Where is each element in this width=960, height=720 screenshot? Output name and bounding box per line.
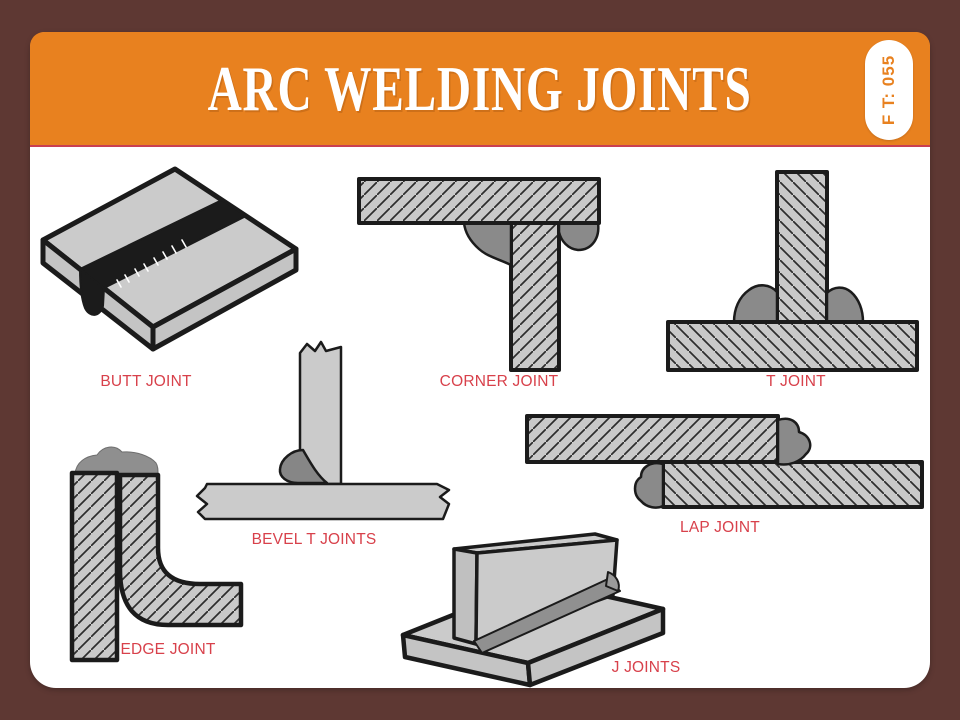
reference-badge-text: F T: 055 <box>879 54 899 126</box>
lap-joint-label: LAP JOINT <box>680 519 760 536</box>
butt-joint-label: BUTT JOINT <box>100 373 192 390</box>
bevel-t-joint-label: BEVEL T JOINTS <box>251 531 377 548</box>
corner-joint-label: CORNER JOINT <box>439 373 559 390</box>
j-joint-label: J JOINTS <box>611 659 681 676</box>
poster-title: ARC WELDING JOINTS <box>207 52 753 124</box>
t-joint-label: T JOINT <box>766 373 826 390</box>
edge-joint-label: EDGE JOINT <box>120 641 216 658</box>
header-bar: ARC WELDING JOINTS F T: 055 <box>30 32 930 147</box>
poster-card: ARC WELDING JOINTS F T: 055 <box>30 32 930 688</box>
reference-badge: F T: 055 <box>865 40 913 140</box>
